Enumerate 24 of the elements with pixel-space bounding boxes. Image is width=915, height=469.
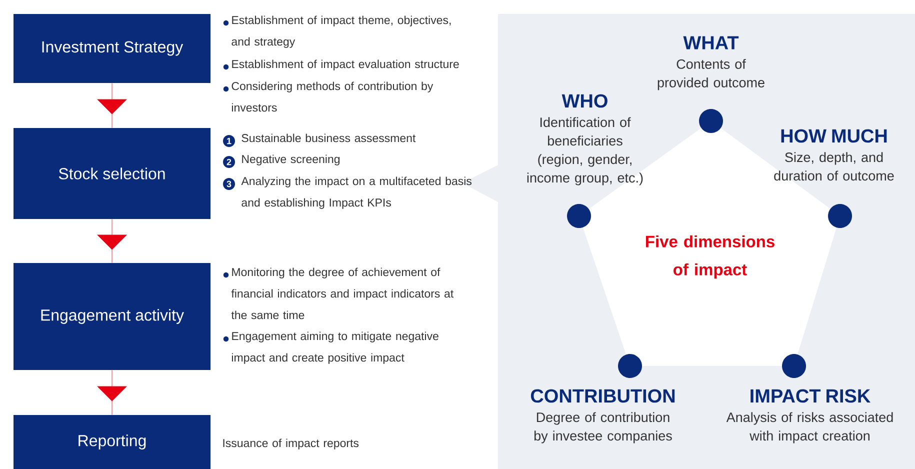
step-box: Stock selection <box>14 128 210 219</box>
number-badge: 1 <box>223 135 235 147</box>
item-text: Engagement aiming to mitigate negative impact and create positive impact <box>232 332 438 364</box>
step-box: Investment Strategy <box>14 14 210 83</box>
down-arrow <box>97 370 127 415</box>
item-text: Sustainable business assessment <box>242 134 416 142</box>
item-text: Negative screening <box>242 154 340 166</box>
item-text: Analyzing the impact on a multifaceted basis and establishing Impact KPIs <box>241 176 472 209</box>
item-text: Monitoring the degree of achievement of financial indicators and impact indicators at the same time <box>231 268 454 320</box>
down-arrow <box>97 83 127 128</box>
item-text: Considering methods of contribution by investors <box>232 82 434 112</box>
dimension-label: WHO Identification of beneficiaries (region, gender, income group, etc.) <box>527 94 643 186</box>
dimension-label: WHAT Contents of provided outcome <box>658 36 764 90</box>
item-text: Issuance of impact reports <box>223 438 359 450</box>
dimension-label: HOW MUCH Size, depth, and duration of outcome <box>774 129 894 181</box>
step-box: Reporting <box>14 415 210 469</box>
number-badge: 3 <box>223 178 235 190</box>
item-text: Establishment of impact theme, objectives, and strategy <box>232 16 451 48</box>
number-badge: 2 <box>223 156 235 168</box>
step-box: Engagement activity <box>14 263 210 370</box>
item-text: Establishment of impact evaluation structure <box>232 60 459 70</box>
down-arrow <box>97 219 127 263</box>
dimension-label: CONTRIBUTION Degree of contribution by investee companies <box>530 389 675 444</box>
dimension-label: IMPACT RISK Analysis of risks associated with impact creation <box>726 389 893 444</box>
